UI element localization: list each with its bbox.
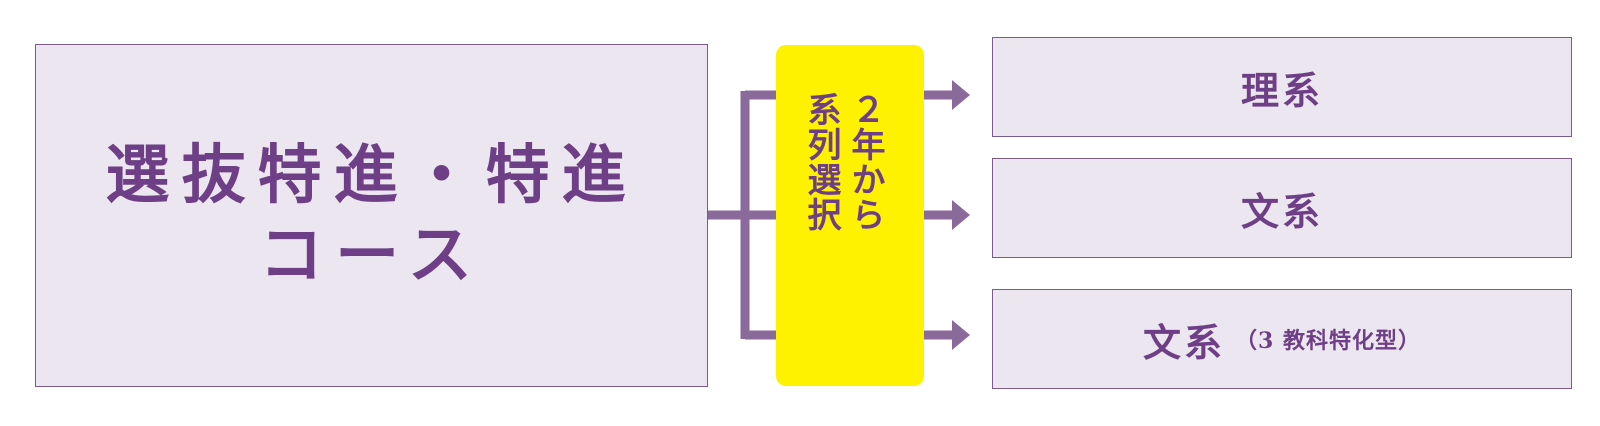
selection-badge (776, 45, 924, 386)
arrowhead-top (952, 80, 970, 110)
course-title-line2: コース (259, 217, 484, 293)
course-title: 選抜特進・特進 コース (106, 136, 638, 296)
course-box: 選抜特進・特進 コース (35, 44, 708, 387)
course-title-line1: 選抜特進・特進 (105, 137, 638, 213)
target-label: 理系 (1240, 67, 1323, 113)
selection-text-col1: ２年から (845, 92, 885, 232)
target-sublabel: （3 教科特化型） (1235, 328, 1421, 354)
arrowhead-mid (952, 200, 970, 230)
target-label: 文系 (1240, 188, 1323, 234)
target-box-humanities: 文系 (992, 158, 1572, 258)
target-label: 文系 (1143, 319, 1226, 365)
target-box-humanities-special: 文系 （3 教科特化型） (992, 289, 1572, 389)
target-box-science: 理系 (992, 37, 1572, 137)
selection-text-col2: 系列選択 (801, 92, 841, 232)
arrowhead-bottom (952, 320, 970, 350)
